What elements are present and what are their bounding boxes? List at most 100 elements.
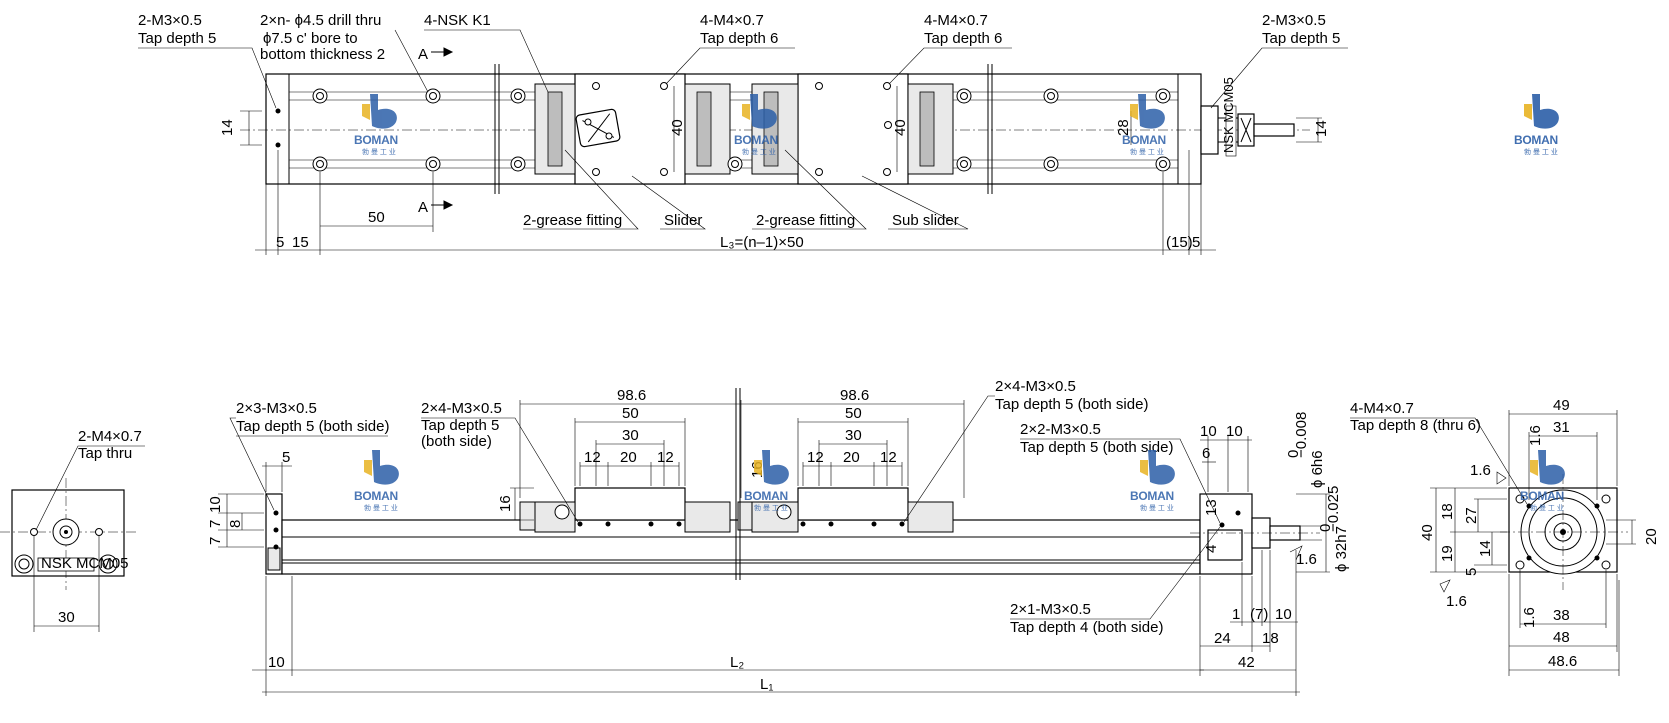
dim-front-12d: 12 — [880, 449, 897, 466]
dim-front-7: (7) — [1250, 606, 1268, 623]
callout-front-m3x1: 2×1-M3×0.5 — [1010, 601, 1091, 618]
right-dim-1-6a: 1.6 — [1527, 425, 1544, 446]
dim-front-6: 6 — [1202, 445, 1210, 462]
callout-front-m3-both: 2×3-M3×0.5 — [236, 400, 317, 417]
callout-m4-sub-depth: Tap depth 6 — [924, 30, 1002, 47]
dim-front-7b: 7 — [207, 537, 224, 545]
right-dim-38: 38 — [1553, 607, 1570, 624]
right-dim-19: 19 — [1439, 545, 1456, 562]
dim-top-l3: L₃=(n–1)×50 — [720, 234, 804, 251]
callout-m4-sub: 4-M4×0.7 — [924, 12, 988, 29]
dim-front-l2: L₂ — [730, 654, 744, 671]
watermark-logos: BOMAN 勃 曼 工 业 BOMAN 勃 曼 工 业 BOMAN 勃 曼 工 … — [354, 94, 1565, 512]
top-view: NSK MCM05 14 50 5 15 L₃=(n–1)×50 (15) 5 … — [138, 12, 1348, 255]
dim-top-28: 28 — [1115, 119, 1132, 136]
callout-grease-1: 2-grease fitting — [523, 212, 622, 229]
front-view: 98.6 50 30 12 20 12 98.6 50 30 12 20 12 … — [207, 378, 1350, 696]
left-end-callout: 2-M4×0.7 — [78, 428, 142, 445]
right-dim-31: 31 — [1553, 419, 1570, 436]
callout-front-m3x4-right-depth: Tap depth 5 (both side) — [995, 396, 1148, 413]
watermark-sub-7: 勃 曼 工 业 — [1140, 503, 1174, 512]
callout-nsk: 4-NSK K1 — [424, 12, 491, 29]
watermark-brand-5: BOMAN — [354, 489, 398, 503]
dim-slider-40: 40 — [669, 119, 686, 136]
right-dim-27: 27 — [1463, 507, 1480, 524]
left-end-dim-30: 30 — [58, 609, 75, 626]
dim-front-10-base: 10 — [268, 654, 285, 671]
watermark-sub-6: 勃 曼 工 业 — [754, 503, 788, 512]
dim-front-20b: 20 — [843, 449, 860, 466]
section-a-top: A — [418, 46, 428, 63]
dim-front-98-right: 98.6 — [840, 387, 869, 404]
watermark-brand-8: BOMAN — [1520, 489, 1564, 503]
callout-sub-slider: Sub slider — [892, 212, 959, 229]
callout-top-m3-right-depth: Tap depth 5 — [1262, 30, 1340, 47]
dim-front-boss-dn: −0.025 — [1325, 486, 1342, 532]
callout-m4-slider-depth: Tap depth 6 — [700, 30, 778, 47]
dim-front-98-left: 98.6 — [617, 387, 646, 404]
top-end-plate — [1200, 105, 1219, 155]
front-sub-slider — [797, 487, 909, 521]
callout-slider: Slider — [664, 212, 702, 229]
dim-front-13: 13 — [1203, 499, 1220, 516]
base-counterbore-holes — [312, 88, 1171, 172]
watermark-sub-3: 勃 曼 工 业 — [1130, 147, 1164, 156]
watermark-sub-1: 勃 曼 工 业 — [362, 147, 396, 156]
section-a-bottom: A — [418, 199, 428, 216]
dim-front-boss-up: 0 — [1317, 524, 1334, 532]
dim-front-rough: 1.6 — [1296, 551, 1317, 568]
dim-front-20a: 20 — [620, 449, 637, 466]
right-end-view: 49 31 1.6 1.6 1.6 1.6 40 18 19 27 14 5 2… — [1350, 397, 1660, 676]
sub-slider-block — [797, 73, 909, 185]
callout-front-m3-both-depth: Tap depth 5 (both side) — [236, 418, 389, 435]
callout-front-m3x4: 2×4-M3×0.5 — [421, 400, 502, 417]
dim-front-1: 1 — [1232, 606, 1240, 623]
callout-front-m3x4-right: 2×4-M3×0.5 — [995, 378, 1076, 395]
dim-front-50-right: 50 — [845, 405, 862, 422]
dim-front-42: 42 — [1238, 654, 1255, 671]
slider-tap-holes — [592, 82, 892, 176]
dim-front-30-left: 30 — [622, 427, 639, 444]
dim-top-5-right: 5 — [1192, 234, 1200, 251]
left-end-plate: NSK MCM05 — [41, 555, 129, 572]
dim-front-18: 18 — [1262, 630, 1279, 647]
callout-front-m3x2: 2×2-M3×0.5 — [1020, 421, 1101, 438]
callout-top-m3-left: 2-M3×0.5 — [138, 12, 202, 29]
dim-front-8: 8 — [227, 520, 244, 528]
watermark-brand-1: BOMAN — [354, 133, 398, 147]
right-dim-5: 5 — [1463, 568, 1480, 576]
top-plate-label: NSK MCM05 — [1221, 77, 1236, 153]
dim-top-14-left: 14 — [219, 119, 236, 136]
callout-front-m3x1-depth: Tap depth 4 (both side) — [1010, 619, 1163, 636]
dim-top-15: 15 — [292, 234, 309, 251]
dim-front-30-right: 30 — [845, 427, 862, 444]
dim-top-14-right: 14 — [1313, 120, 1330, 137]
watermark-sub-4: 勃 曼 工 业 — [1524, 147, 1558, 156]
dim-top-50: 50 — [368, 209, 385, 226]
dim-front-7a: 7 — [207, 520, 224, 528]
dim-sub-40: 40 — [892, 119, 909, 136]
watermark-brand-6: BOMAN — [744, 489, 788, 503]
watermark-sub-2: 勃 曼 工 业 — [742, 147, 776, 156]
callout-front-m3x2-depth: Tap depth 5 (both side) — [1020, 439, 1173, 456]
left-end-callout-depth: Tap thru — [78, 445, 132, 462]
right-end-callout: 4-M4×0.7 — [1350, 400, 1414, 417]
dim-front-boss: ϕ 32h7 — [1333, 526, 1350, 572]
right-dim-1-6d: 1.6 — [1521, 607, 1538, 628]
callout-m4-slider: 4-M4×0.7 — [700, 12, 764, 29]
watermark-sub-5: 勃 曼 工 业 — [364, 503, 398, 512]
dim-front-l1: L₁ — [760, 676, 773, 693]
right-dim-40: 40 — [1419, 524, 1436, 541]
callout-bore: ϕ7.5 c' bore to — [263, 30, 358, 47]
dim-front-10: 10 — [207, 496, 224, 513]
watermark-brand-4: BOMAN — [1514, 133, 1558, 147]
dim-front-24: 24 — [1214, 630, 1231, 647]
dim-front-shaft: ϕ 6h6 — [1309, 450, 1326, 488]
right-dim-20: 20 — [1643, 528, 1660, 545]
callout-grease-2: 2-grease fitting — [756, 212, 855, 229]
slider-plate-icon — [575, 108, 621, 148]
front-slider — [574, 487, 686, 521]
watermark-brand-7: BOMAN — [1130, 489, 1174, 503]
watermark-brand-2: BOMAN — [734, 133, 778, 147]
